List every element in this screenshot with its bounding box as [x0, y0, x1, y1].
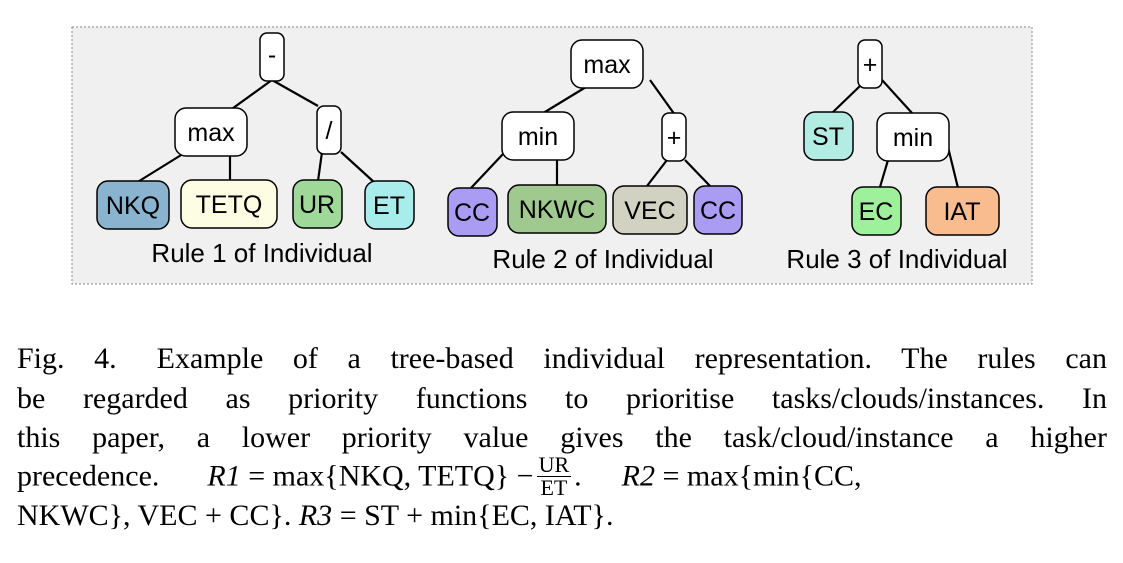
svg-text:EC: EC: [859, 198, 894, 226]
svg-text:max: max: [187, 119, 235, 147]
tree-figure: - max / NKQ TETQ UR ET Rule 1 of Individ…: [71, 26, 1033, 285]
caption-line-1: Fig. 4.Example of a tree-based individua…: [17, 342, 1107, 375]
rule2-plus-node: +: [661, 112, 687, 162]
rule3-iat-node: IAT: [925, 186, 1000, 236]
tree-edges: [135, 79, 960, 189]
rule1-caption: Rule 1 of Individual: [151, 238, 372, 268]
svg-text:/: /: [326, 117, 333, 145]
svg-text:+: +: [667, 124, 682, 152]
svg-text:NKQ: NKQ: [106, 192, 160, 220]
r1-symbol: R1: [207, 459, 241, 493]
rule2-cc-right-node: CC: [693, 185, 743, 235]
rule3-caption: Rule 3 of Individual: [786, 244, 1007, 274]
svg-text:UR: UR: [299, 191, 335, 219]
rule1-root-minus-node: -: [259, 32, 285, 82]
rule1-nkq-node: NKQ: [96, 180, 170, 230]
svg-text:max: max: [583, 51, 631, 79]
rule2-nkwc-node: NKWC: [507, 184, 607, 234]
r3-symbol: R3: [298, 499, 333, 532]
svg-text:+: +: [863, 51, 878, 79]
r3-expression: = ST + min{EC, IAT}.: [339, 499, 614, 532]
rule2-cc-left-node: CC: [447, 187, 498, 237]
svg-text:TETQ: TETQ: [196, 191, 263, 219]
r2-symbol: R2: [621, 459, 655, 493]
rule3-ec-node: EC: [851, 186, 902, 236]
r2-expression: = max{min{CC,: [662, 459, 862, 493]
rule2-min-node: min: [501, 111, 575, 161]
rule1-max-node: max: [174, 107, 248, 157]
svg-text:NKWC: NKWC: [519, 196, 595, 224]
svg-text:CC: CC: [700, 197, 736, 225]
rule3-st-node: ST: [803, 111, 854, 161]
svg-text:VEC: VEC: [624, 197, 675, 225]
svg-text:CC: CC: [454, 199, 490, 227]
r2-expression-cont: NKWC}, VEC + CC}.: [17, 499, 292, 532]
rule1-divide-node: /: [316, 105, 342, 155]
svg-text:ET: ET: [373, 192, 405, 220]
svg-text:-: -: [268, 41, 276, 69]
rule2-root-max-node: max: [570, 39, 644, 89]
svg-text:min: min: [518, 123, 558, 151]
rule1-ur-node: UR: [292, 179, 343, 229]
caption-line-3: this paper, a lower priority value gives…: [17, 421, 1107, 454]
caption-line-5: NKWC}, VEC + CC}. R3 = ST + min{EC, IAT}…: [17, 496, 1107, 536]
rule2-vec-node: VEC: [612, 185, 688, 235]
rule3-min-node: min: [876, 112, 950, 162]
rule1-et-node: ET: [364, 180, 415, 230]
svg-text:ST: ST: [812, 123, 844, 151]
svg-text:IAT: IAT: [943, 198, 980, 226]
rule2-caption: Rule 2 of Individual: [492, 244, 713, 274]
figure-label: Fig. 4.: [17, 342, 117, 375]
rule3-root-plus-node: +: [857, 39, 883, 89]
svg-text:min: min: [893, 124, 933, 152]
rule1-tetq-node: TETQ: [180, 179, 278, 229]
caption-line-2: be regarded as priority functions to pri…: [17, 382, 1107, 415]
r1-expression: = max{NKQ, TETQ} −: [248, 459, 534, 493]
